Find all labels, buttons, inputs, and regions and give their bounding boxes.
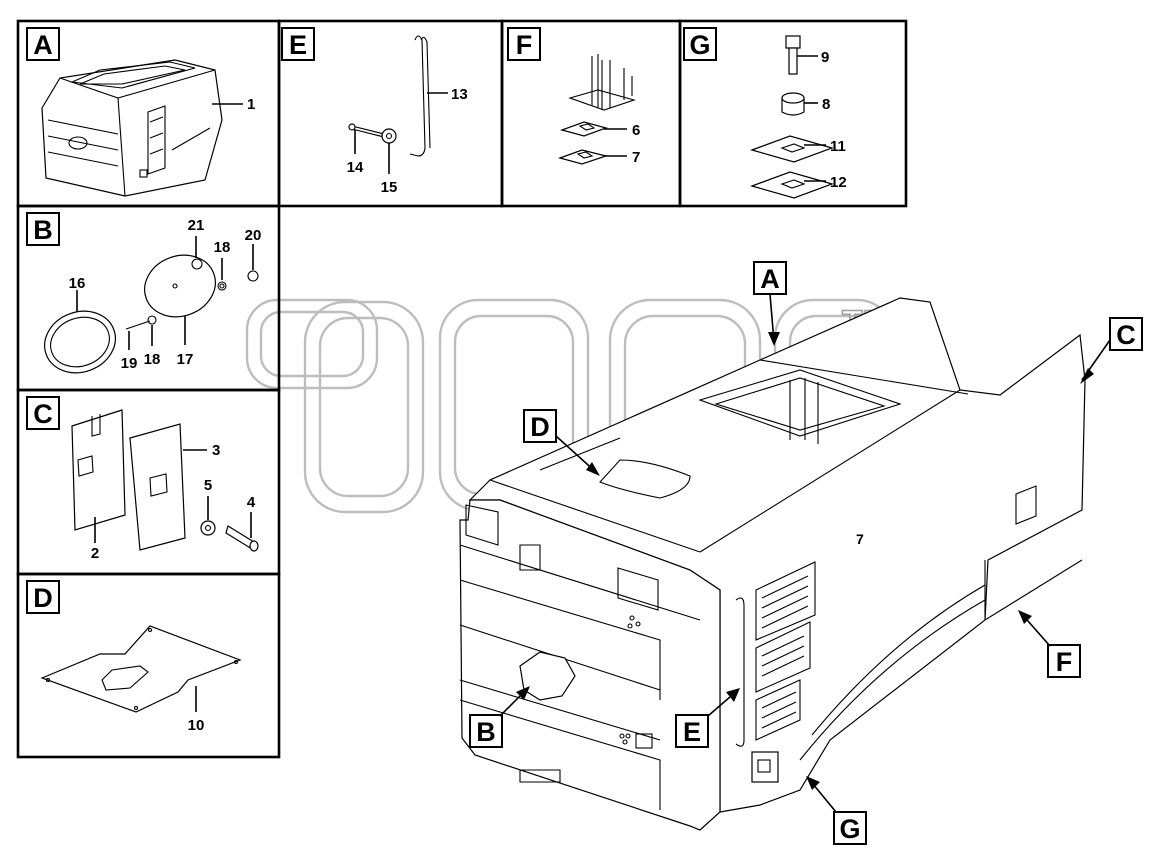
panel-c-drawing [71, 409, 259, 552]
main-cab-drawing: 7 [459, 297, 1086, 831]
panel-b-leaders [76, 236, 254, 350]
label-6: 6 [632, 122, 640, 139]
svg-text:F: F [516, 30, 533, 60]
label-19: 19 [121, 355, 138, 372]
label-7: 7 [632, 149, 640, 166]
main-callout-a: A [753, 261, 787, 346]
label-11: 11 [830, 138, 846, 155]
svg-text:C: C [33, 399, 53, 429]
label-10: 10 [188, 717, 205, 734]
panel-f-leaders [604, 128, 627, 157]
label-9: 9 [821, 49, 829, 66]
svg-text:G: G [689, 30, 710, 60]
panel-c-leaders [94, 449, 252, 543]
svg-text:E: E [683, 717, 701, 747]
main-callout-d: D [523, 409, 600, 476]
label-4: 4 [247, 494, 256, 511]
svg-text:A: A [760, 264, 780, 294]
label-18-top: 18 [214, 239, 231, 256]
svg-text:C: C [1116, 320, 1136, 350]
main-callout-c: C [1080, 317, 1143, 384]
label-21: 21 [188, 217, 205, 234]
label-18-bottom: 18 [144, 351, 161, 368]
panel-tag-g: G [683, 27, 717, 61]
main-callout-e: E [675, 688, 740, 748]
panel-frames [16, 19, 908, 759]
label-15: 15 [381, 179, 398, 196]
label-2: 2 [91, 545, 99, 562]
main-marking-7: 7 [856, 531, 864, 547]
panel-tag-f: F [507, 27, 541, 61]
label-17: 17 [177, 351, 194, 368]
label-8: 8 [822, 96, 830, 113]
svg-text:A: A [33, 30, 53, 60]
panel-tag-a: A [26, 27, 60, 61]
label-20: 20 [245, 227, 262, 244]
label-3: 3 [212, 442, 220, 459]
panel-a-cab-drawing [41, 59, 223, 197]
label-16: 16 [69, 275, 86, 292]
panel-g-leaders [797, 55, 826, 182]
main-callout-f: F [1018, 610, 1081, 678]
panel-g-drawing [750, 35, 834, 199]
panel-b-drawing [44, 254, 259, 374]
svg-text:F: F [1056, 647, 1073, 677]
svg-text:B: B [33, 215, 53, 245]
panel-d-drawing [40, 625, 242, 713]
panel-f-drawing [558, 54, 636, 165]
label-1: 1 [247, 96, 255, 113]
svg-text:B: B [476, 717, 496, 747]
panel-tag-e: E [281, 27, 315, 61]
main-callout-b: B [469, 686, 530, 748]
label-12: 12 [830, 174, 847, 191]
svg-text:D: D [33, 583, 53, 613]
svg-text:D: D [530, 412, 550, 442]
panel-tag-b: B [26, 212, 60, 246]
panel-e-leaders [354, 92, 448, 174]
panel-tag-c: C [26, 396, 60, 430]
panel-e-drawing [348, 35, 431, 157]
main-callout-g: G [806, 776, 867, 845]
svg-text:G: G [839, 814, 860, 844]
label-13: 13 [451, 86, 468, 103]
panel-tag-d: D [26, 580, 60, 614]
svg-text:E: E [289, 30, 307, 60]
label-5: 5 [204, 477, 212, 494]
label-14: 14 [347, 159, 364, 176]
